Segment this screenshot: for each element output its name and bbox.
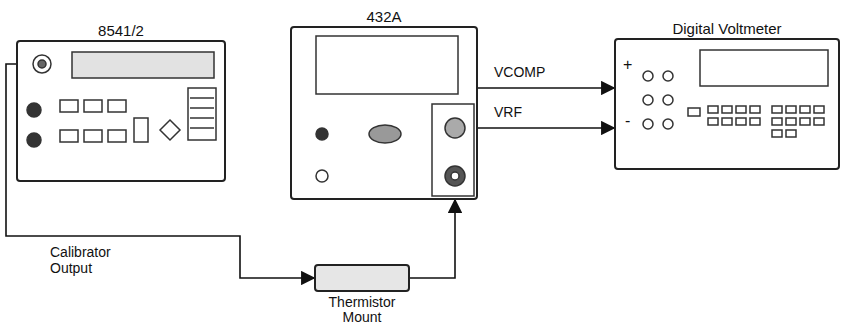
voltmeter-panel — [643, 50, 828, 137]
thermistor-mount: Thermistor Mount — [314, 264, 410, 292]
instrument-name: Digital Voltmeter — [672, 20, 781, 37]
power-meter-panel — [27, 52, 216, 147]
polarity-sign: + — [621, 56, 634, 74]
cable — [478, 87, 614, 89]
power-meter-432a-panel — [316, 36, 474, 196]
cable — [410, 200, 455, 278]
instrument-name: Thermistor Mount — [320, 295, 404, 325]
power-meter-432a: 432A — [290, 26, 478, 200]
polarity-sign: - — [623, 112, 632, 130]
digital-voltmeter: Digital Voltmeter — [614, 38, 840, 170]
cable — [6, 64, 314, 278]
instrument-name: 432A — [366, 8, 401, 25]
signal-label: VRF — [492, 104, 524, 120]
signal-label: Calibrator Output — [48, 244, 142, 276]
signal-label: VCOMP — [492, 64, 547, 80]
cable — [478, 127, 614, 129]
instrument-name: 8541/2 — [98, 22, 144, 39]
power-meter: 8541/2 — [16, 40, 226, 182]
